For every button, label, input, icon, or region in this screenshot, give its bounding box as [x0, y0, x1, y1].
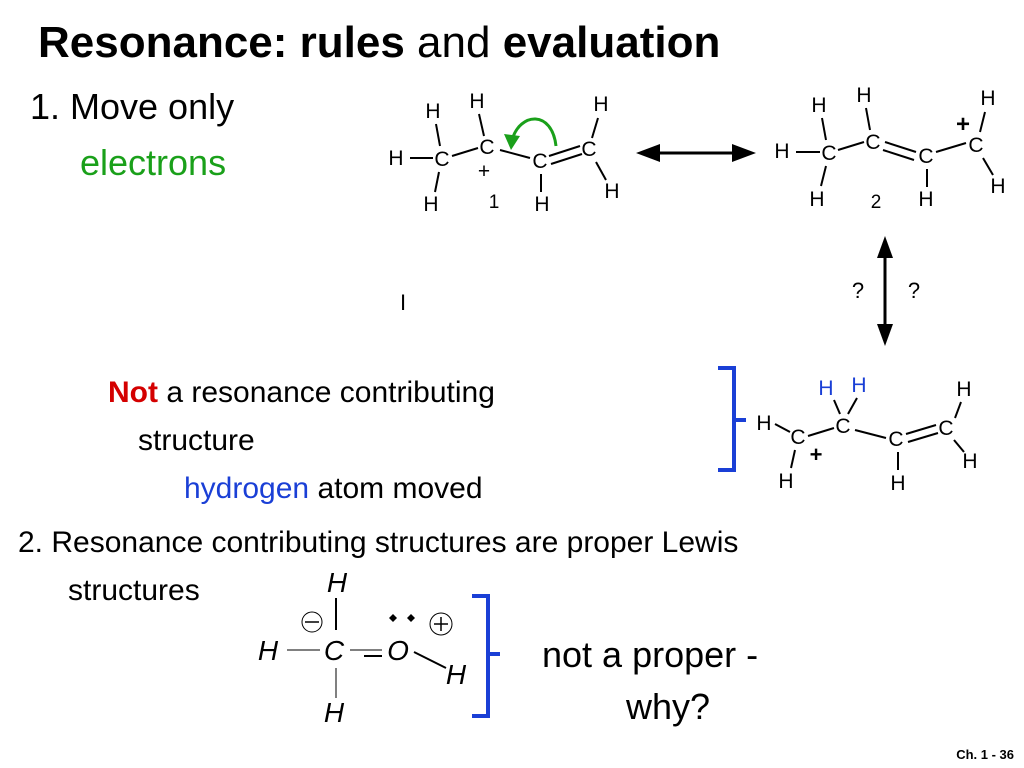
slide-title: Resonance: rules and evaluation	[38, 18, 720, 68]
atom-c: C	[532, 150, 547, 173]
rule2-line1: 2. Resonance contributing structures are…	[18, 526, 739, 559]
atom-h: H	[756, 412, 771, 435]
plus-charge: +	[478, 160, 490, 183]
atom-h: H	[423, 193, 438, 216]
not-word: Not	[108, 376, 158, 409]
title-part1: Resonance: rules	[38, 18, 405, 67]
not-proper-line2: why?	[626, 686, 711, 727]
atom-c: C	[821, 142, 836, 165]
rule1-line2: electrons	[80, 142, 227, 183]
structure-1: C C C C H H H H H H H + 1	[388, 90, 619, 216]
atom-c: C	[938, 417, 953, 440]
atom-c: C	[968, 134, 983, 157]
rule2-line2: structures	[68, 574, 200, 607]
atom-h: H	[604, 180, 619, 203]
label-1: 1	[489, 192, 500, 213]
atom-h: H	[962, 450, 977, 473]
atom-o: O	[387, 635, 409, 666]
atom-h: H	[469, 90, 484, 113]
atom-h: H	[446, 659, 467, 690]
atom-h-moved: H	[818, 377, 833, 400]
atom-h: H	[990, 175, 1005, 198]
atom-h: H	[774, 140, 789, 163]
structure-2: C C C C H H H H H H H + 2	[774, 84, 1005, 213]
atom-c: C	[434, 148, 449, 171]
atom-h: H	[258, 635, 279, 666]
not-resonance-text3: atom moved	[317, 472, 483, 505]
atom-h: H	[918, 188, 933, 211]
not-resonance-text1: a resonance contributing	[166, 376, 495, 409]
atom-c: C	[479, 136, 494, 159]
lewis-structure: H H C O H H	[258, 567, 500, 728]
title-part3: evaluation	[502, 18, 721, 67]
structure-3: C C C C H H H H H H H +	[718, 366, 978, 495]
atom-c: C	[581, 138, 596, 161]
atom-c: C	[865, 131, 880, 154]
not-resonance-line2: structure	[138, 424, 255, 457]
hydrogen-word: hydrogen	[184, 472, 310, 505]
rule1-line1: 1. Move only	[30, 86, 235, 127]
title-part2: and	[417, 18, 491, 67]
atom-h: H	[778, 470, 793, 493]
atom-c: C	[888, 428, 903, 451]
question-mark-right: ?	[908, 278, 920, 303]
atom-h: H	[593, 93, 608, 116]
not-resonance-line3: hydrogen atom moved	[184, 472, 483, 506]
atom-h: H	[388, 147, 403, 170]
slide-number: Ch. 1 - 36	[956, 747, 1014, 762]
stray-mark: I	[400, 290, 406, 315]
not-resonance-line1: Not a resonance contributing	[108, 376, 495, 410]
atom-h: H	[811, 94, 826, 117]
atom-c: C	[835, 415, 850, 438]
atom-c: C	[790, 426, 805, 449]
atom-h-moved: H	[851, 374, 866, 397]
plus-charge: +	[810, 442, 823, 467]
atom-h: H	[425, 100, 440, 123]
atom-h: H	[956, 378, 971, 401]
atom-h: H	[856, 84, 871, 107]
atom-c: C	[918, 145, 933, 168]
atom-h: H	[980, 87, 995, 110]
atom-h: H	[327, 567, 348, 598]
atom-h: H	[534, 193, 549, 216]
plus-charge: +	[956, 111, 970, 138]
not-proper-line1: not a proper -	[542, 634, 759, 675]
label-2: 2	[871, 192, 882, 213]
atom-h: H	[809, 188, 824, 211]
atom-h: H	[890, 472, 905, 495]
question-mark-left: ?	[852, 278, 864, 303]
atom-c: C	[324, 635, 345, 666]
atom-h: H	[324, 697, 345, 728]
